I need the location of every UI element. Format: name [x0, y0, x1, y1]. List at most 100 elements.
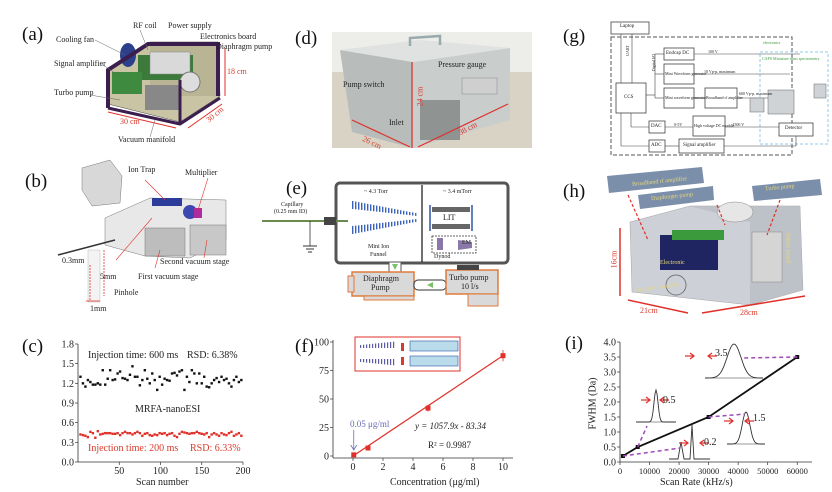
fwhm-arrowhead — [689, 352, 695, 360]
point-600ms — [183, 388, 186, 392]
point-600ms — [217, 380, 221, 384]
point-600ms — [222, 378, 226, 382]
peak-3.5 — [705, 343, 763, 379]
point-600ms — [175, 374, 179, 377]
callout-diaphragm-pump: Diaphragm pump — [216, 42, 273, 51]
inset-electrode — [372, 343, 374, 348]
label-electronics: electronics — [763, 40, 781, 45]
point-600ms — [178, 370, 181, 373]
point-600ms — [113, 378, 117, 381]
funnel-electrode — [406, 211, 408, 215]
point-200ms — [86, 435, 90, 439]
pressure-right: ~ 3.4 mTorr — [443, 189, 472, 195]
em-label: EM — [462, 240, 471, 246]
connector-dashed — [743, 356, 798, 359]
point-600ms — [121, 376, 124, 380]
point-200ms — [230, 430, 233, 434]
funnel-label-1: Mini Ion — [368, 244, 390, 250]
funnel-electrode — [352, 201, 354, 209]
point-600ms — [200, 382, 203, 385]
point-200ms — [210, 433, 213, 436]
funnel-electrode — [379, 223, 381, 229]
data-point — [365, 445, 371, 451]
fwhm-annotation: 0.2 — [704, 437, 717, 448]
funnel-electrode — [364, 224, 366, 232]
point-200ms — [133, 431, 137, 435]
point-200ms — [217, 434, 221, 437]
point-200ms — [160, 432, 164, 436]
point-600ms — [153, 378, 156, 382]
point-600ms — [151, 372, 154, 375]
callout-pinhole: Pinhole — [114, 288, 139, 297]
point-600ms — [237, 380, 241, 384]
x-tick-label: 30000 — [698, 466, 719, 476]
box-laptop: Laptop — [620, 24, 635, 29]
point-200ms — [123, 430, 127, 434]
y-tick-label: 2.0 — [604, 398, 617, 409]
point-600ms — [225, 377, 228, 380]
callout-signal-amplifier: Signal amplifier — [54, 59, 106, 68]
connector-dashed — [708, 413, 746, 418]
point-600ms — [146, 377, 149, 380]
inset-electrode — [390, 342, 392, 348]
point-600ms — [212, 378, 216, 382]
connector-dashed — [637, 425, 648, 448]
callout-power-supply: Power supply — [168, 21, 212, 30]
funnel-electrode — [403, 210, 405, 215]
x-tick-label: 50 — [114, 466, 124, 477]
x-tick-label: 60000 — [787, 466, 808, 476]
funnel-electrode — [364, 203, 366, 211]
inset-electrode — [366, 344, 368, 348]
point-600ms — [99, 383, 102, 386]
panel-label-c: (c) — [22, 336, 44, 357]
point-200ms — [126, 431, 129, 435]
fwhm-arrowhead — [728, 417, 734, 425]
point-200ms — [81, 433, 85, 437]
point-200ms — [136, 430, 139, 434]
point-600ms — [133, 375, 137, 378]
point-200ms — [163, 431, 166, 435]
point-200ms — [165, 433, 169, 437]
funnel-electrode — [376, 205, 378, 212]
point-200ms — [175, 435, 179, 439]
peak-0.2 — [669, 424, 710, 460]
point-200ms — [96, 429, 99, 433]
point-600ms — [84, 385, 87, 388]
point-600ms — [136, 375, 139, 378]
inset-electrode — [375, 343, 377, 348]
dimension-width: 30 cm — [120, 117, 140, 126]
point-600ms — [235, 375, 238, 378]
label-caps: CAPS Miniature mass spectrometry — [762, 56, 820, 61]
dimension-28cm: 28cm — [740, 308, 758, 317]
x-tick-label: 8 — [471, 462, 476, 473]
fwhm-arrowhead — [645, 396, 651, 404]
annotation-equation: y = 1057.9x - 83.34 — [415, 421, 487, 431]
y-tick-label: 0.0 — [604, 458, 617, 469]
y-tick-label: 50 — [319, 395, 329, 406]
x-tick-label: 10 — [498, 462, 508, 473]
y-tick-label: 3.0 — [604, 368, 617, 379]
funnel-electrode — [352, 226, 354, 234]
point-200ms — [128, 431, 132, 435]
inset-electrode — [363, 344, 365, 348]
point-200ms — [225, 433, 228, 437]
point-200ms — [232, 434, 236, 437]
funnel-electrode — [358, 225, 360, 233]
box-waveform-1: Mini Waveform generator — [665, 71, 707, 76]
funnel-electrode — [409, 211, 411, 216]
funnel-electrode — [376, 223, 378, 230]
panel-label-i: (i) — [565, 333, 583, 354]
point-600ms — [79, 375, 82, 378]
x-tick-label: 20000 — [668, 466, 689, 476]
point-600ms — [81, 382, 85, 385]
point-200ms — [106, 431, 109, 435]
panel-label-d: (d) — [295, 28, 318, 49]
point-200ms — [173, 434, 176, 437]
panel-d-photo — [332, 32, 532, 148]
callout-inlet: Inlet — [389, 118, 404, 127]
point-600ms — [106, 377, 109, 380]
point-600ms — [91, 383, 95, 386]
fwhm-annotation: 1.5 — [753, 413, 766, 424]
point-600ms — [193, 372, 196, 375]
